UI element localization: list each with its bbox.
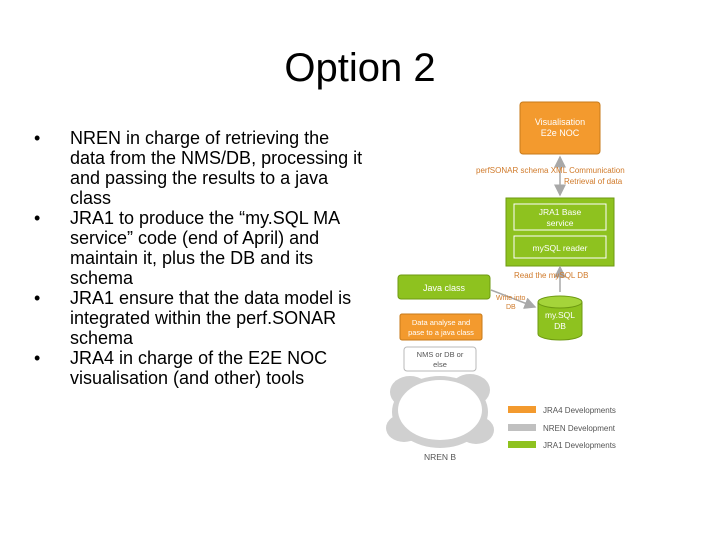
nren-b-label: NREN B (424, 452, 456, 462)
mysql-db-cylinder (537, 301, 583, 341)
nms-label: else (433, 360, 447, 369)
db-top (537, 295, 583, 309)
nms-label: NMS or DB or (417, 350, 464, 359)
bullet-dot: • (34, 128, 41, 148)
bullet-text: NREN in charge of retrieving the data fr… (70, 128, 363, 208)
jra1-base-service-box (513, 203, 607, 231)
visualisation-label: Visualisation (535, 117, 585, 127)
jra1-base-label: JRA1 Base (539, 207, 582, 217)
legend-label: JRA1 Developments (543, 441, 616, 450)
jra1-base-label: service (547, 218, 574, 228)
java-class-box (397, 274, 491, 300)
bullet-item: • JRA1 to produce the “my.SQL MA service”… (34, 208, 364, 288)
bullet-list: • NREN in charge of retrieving the data f… (34, 128, 364, 388)
data-analyse-label: Data analyse and (412, 318, 470, 327)
bullet-dot: • (34, 208, 41, 228)
legend-swatch-jra4 (508, 406, 536, 413)
slide-title: Option 2 (284, 46, 436, 90)
nms-box (403, 346, 477, 372)
write-into-label: Write into (496, 295, 526, 302)
legend: JRA4 Developments NREN Development JRA1 … (508, 406, 616, 450)
nren-cloud (386, 374, 494, 448)
bullet-text: JRA1 to produce the “my.SQL MA service” … (70, 208, 340, 288)
bullet-text: JRA1 ensure that the data model is integ… (70, 288, 352, 348)
db-label: my.SQL (545, 310, 575, 320)
legend-swatch-nren (508, 424, 536, 431)
data-analyse-box (399, 313, 483, 341)
bullet-item: • NREN in charge of retrieving the data f… (34, 128, 364, 208)
bullet-dot: • (34, 288, 41, 308)
write-into-label: DB (506, 304, 516, 311)
mysql-reader-box (513, 235, 607, 259)
data-analyse-label: pase to a java class (408, 328, 474, 337)
java-class-label: Java class (423, 283, 466, 293)
schema-label: perfSONAR schema XML Communication (476, 166, 625, 175)
bullet-text: JRA4 in charge of the E2E NOC visualisat… (70, 348, 328, 388)
retrieval-label: Retrieval of data (564, 177, 623, 186)
mysql-reader-label: mySQL reader (533, 243, 588, 253)
visualisation-box (519, 101, 601, 155)
bullet-item: • JRA4 in charge of the E2E NOC visualisa… (34, 348, 364, 388)
legend-label: JRA4 Developments (543, 406, 616, 415)
legend-label: NREN Development (543, 424, 616, 433)
visualisation-label: E2e NOC (541, 128, 580, 138)
legend-swatch-jra1 (508, 441, 536, 448)
read-mysql-label: Read the mySQL DB (514, 271, 588, 280)
db-label: DB (554, 321, 566, 331)
bullet-dot: • (34, 348, 41, 368)
bullet-item: • JRA1 ensure that the data model is inte… (34, 288, 364, 348)
write-arrow (490, 289, 537, 309)
